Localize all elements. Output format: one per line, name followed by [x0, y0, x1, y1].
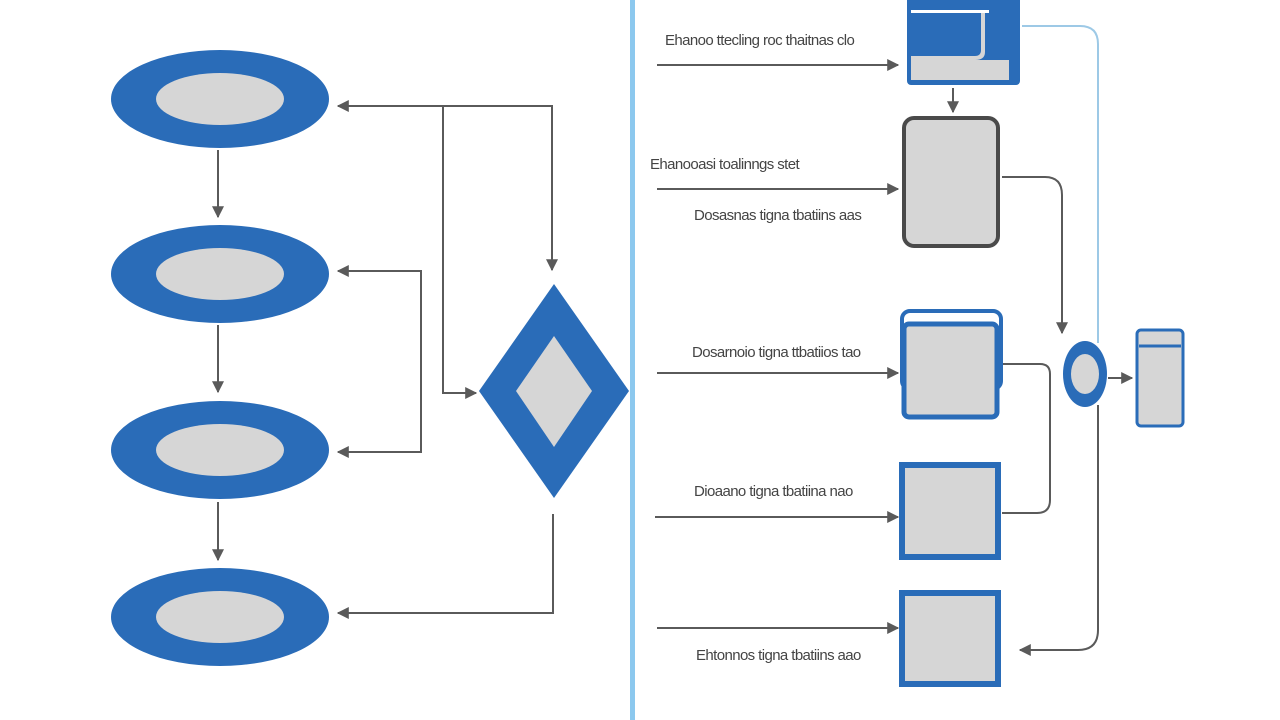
process-box-4[interactable]	[899, 462, 1001, 560]
connector-circle-to-box-5	[1018, 405, 1099, 656]
light-feedback-connector	[1022, 25, 1099, 343]
label-fourth: Dosarnoio tigna ttbatiios tao	[692, 344, 861, 361]
connector-to-diamond-top	[443, 105, 558, 272]
connector-to-oval3	[336, 270, 422, 458]
oval-node-3[interactable]	[111, 401, 329, 499]
label-second: Ehanooasi toalinngs stet	[650, 156, 800, 173]
panel-divider	[630, 0, 635, 720]
stacked-process-box[interactable]	[900, 309, 1003, 420]
oval-node-4[interactable]	[111, 568, 329, 666]
right-input-arrows	[655, 59, 900, 634]
process-box-5[interactable]	[899, 590, 1001, 687]
decision-diamond[interactable]	[479, 284, 629, 498]
circle-connector-node[interactable]	[1063, 341, 1107, 407]
top-process-box[interactable]	[907, 0, 1020, 85]
right-connectors	[947, 88, 1134, 656]
gray-process-box[interactable]	[902, 116, 1000, 248]
connector-to-diamond-left	[442, 106, 478, 399]
oval-node-1[interactable]	[111, 50, 329, 148]
label-top: Ehanoo ttecling roc thaitnas clo	[665, 32, 855, 49]
label-third: Dosasnas tigna tbatiins aas	[694, 207, 862, 224]
label-fifth: Dioaano tigna tbatiina nao	[694, 483, 853, 500]
storage-cylinder-node[interactable]	[1135, 328, 1185, 428]
connector-to-oval2	[336, 265, 422, 277]
connector-diamond-to-oval4	[336, 514, 554, 619]
connector-gray-to-circle	[1002, 176, 1068, 335]
diamond-connectors	[336, 100, 558, 619]
oval-node-2[interactable]	[111, 225, 329, 323]
connector-stacked-to-circle	[1002, 363, 1051, 514]
label-sixth: Ehtonnos tigna tbatiins aao	[696, 647, 861, 664]
